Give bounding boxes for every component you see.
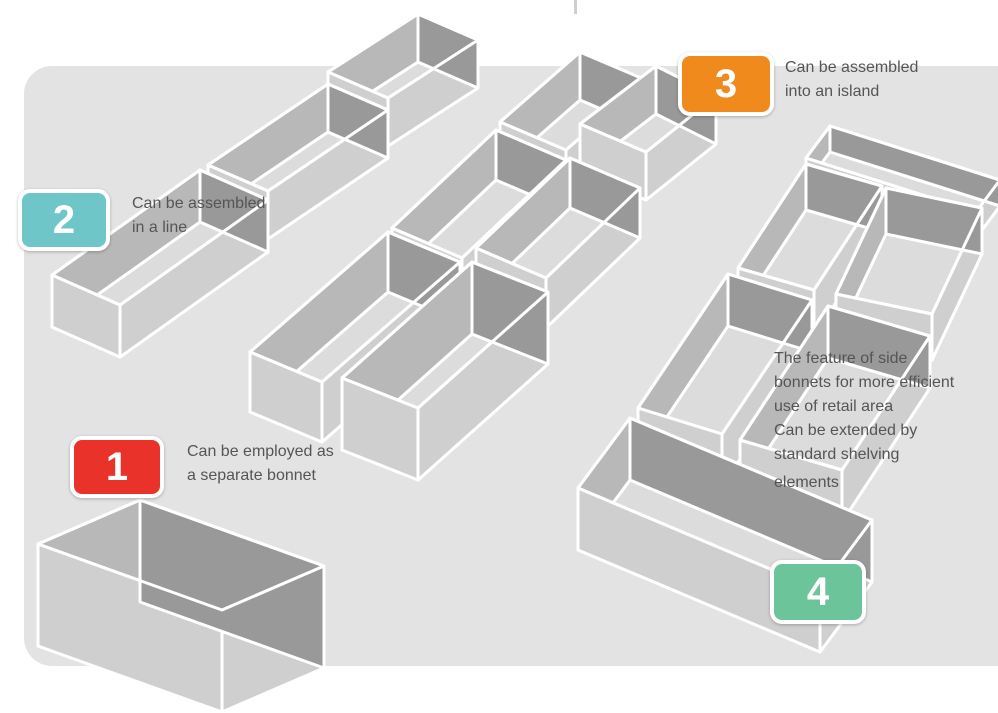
badge-3: 3 — [678, 52, 774, 116]
badge-1-number: 1 — [105, 445, 129, 489]
caption-1: Can be employed as a separate bonnet — [187, 440, 334, 488]
line-unit-2-rim — [206, 82, 390, 193]
island-unit-b2-rim — [474, 156, 642, 280]
line-unit-1-rim — [50, 168, 270, 307]
caption-3-line-1: Can be assembled — [785, 59, 919, 76]
top-divider — [574, 0, 577, 14]
badge-2-number: 2 — [52, 198, 76, 242]
island4-unit-b2-rim — [738, 304, 932, 472]
island4-unit-a1-rim — [736, 162, 884, 292]
badge-4: 4 — [770, 560, 866, 624]
caption-1-line-2: a separate bonnet — [187, 467, 316, 484]
island-unit-a3-rim — [248, 230, 462, 384]
caption-4-line-5: standard shelving — [774, 446, 900, 463]
caption-4-line-1: The feature of side — [774, 350, 908, 367]
caption-3: Can be assembled into an island — [785, 56, 918, 104]
single-unit-rim — [36, 498, 326, 612]
bonnet-units — [36, 12, 998, 713]
island-unit-b3-rim — [340, 260, 550, 410]
caption-4: The feature of side bonnets for more eff… — [774, 347, 998, 495]
caption-2-line-1: Can be assembled — [132, 195, 266, 212]
caption-1-line-1: Can be employed as — [187, 443, 334, 460]
line-unit-3-rim — [326, 12, 480, 100]
caption-2-line-2: in a line — [132, 219, 188, 236]
badge-3-number: 3 — [714, 62, 738, 106]
side-bonnet-bottom-rim — [576, 416, 874, 592]
caption-4-line-6: elements — [774, 474, 839, 491]
caption-3-line-2: into an island — [785, 83, 880, 100]
island4-unit-b1-rim — [834, 186, 984, 316]
caption-4-line-3: use of retail area — [774, 398, 894, 415]
caption-4-line-2: bonnets for more efficient — [774, 374, 955, 391]
caption-2: Can be assembled in a line — [132, 192, 265, 240]
caption-4-line-4: Can be extended by — [774, 422, 918, 439]
badge-1: 1 — [70, 436, 164, 498]
badge-2: 2 — [18, 189, 110, 251]
island4-unit-a2-rim — [636, 272, 814, 436]
badge-4-number: 4 — [806, 570, 830, 614]
